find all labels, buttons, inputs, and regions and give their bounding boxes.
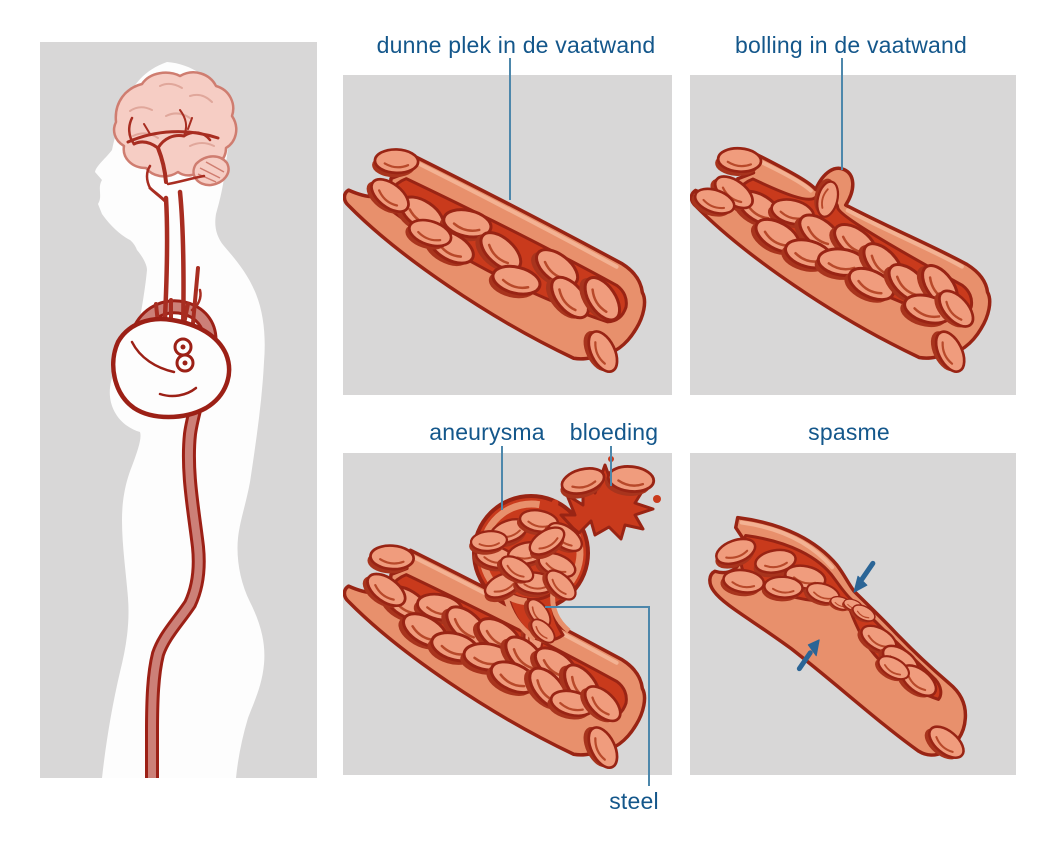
aneurysm-label: aneurysma xyxy=(429,419,545,445)
aneurysm-panel xyxy=(343,453,672,775)
body-overview-panel xyxy=(40,42,317,778)
blood-droplet xyxy=(551,499,559,507)
thin-spot-vessel-illustration xyxy=(343,147,647,380)
bulge-vessel-illustration xyxy=(690,145,992,380)
brain-arteries xyxy=(126,109,220,186)
thin-spot-label: dunne plek in de vaatwand xyxy=(376,32,656,58)
blood-droplet xyxy=(653,495,661,503)
brain xyxy=(112,71,238,178)
thin-spot-leader-line xyxy=(509,58,511,200)
brain-illustration xyxy=(112,71,238,187)
bulge-panel xyxy=(690,75,1016,395)
bleeding-label: bloeding xyxy=(569,419,659,445)
spasm-label: spasme xyxy=(808,419,890,445)
valve-dot xyxy=(182,360,188,366)
valve-dot xyxy=(180,344,186,350)
aneurysm-vessel-illustration xyxy=(343,456,661,775)
thin-spot-panel xyxy=(343,75,672,395)
body-silhouette-illustration xyxy=(95,62,265,778)
vessel-highlight xyxy=(758,159,964,269)
vessel-highlight xyxy=(411,159,619,269)
aneurysm-leader-line xyxy=(501,446,503,510)
bulge-label: bolling in de vaatwand xyxy=(734,32,968,58)
cerebellum xyxy=(192,155,230,187)
heart xyxy=(111,316,232,420)
brain-gyri xyxy=(129,82,215,147)
stalk-leader-line-horizontal xyxy=(545,606,650,608)
spasm-vessel-illustration xyxy=(708,515,971,769)
bleeding-leader-line xyxy=(610,446,612,486)
bulge-leader-line xyxy=(841,58,843,170)
aneurysm-sac xyxy=(466,456,661,650)
vessel-highlight xyxy=(739,520,835,570)
spasm-arrow-icon xyxy=(796,639,820,672)
aorta xyxy=(148,347,209,778)
heart-details xyxy=(130,340,198,398)
stalk-leader-line-vertical xyxy=(648,606,650,786)
spasm-panel xyxy=(690,453,1016,775)
body-silhouette xyxy=(95,62,265,778)
stalk-label: steel xyxy=(609,788,659,814)
spasm-arrow-icon xyxy=(853,560,876,593)
